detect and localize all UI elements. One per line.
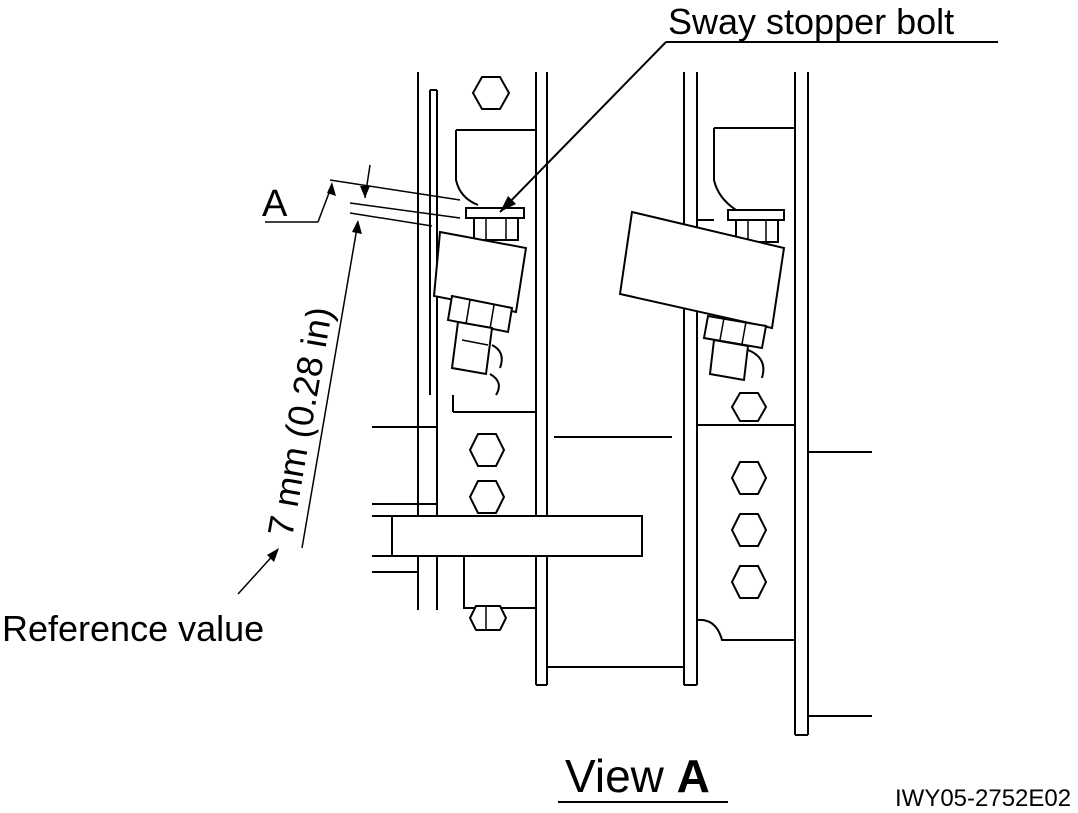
lock-nut xyxy=(446,294,514,376)
left-assembly xyxy=(372,72,684,686)
reference-value-label: Reference value xyxy=(2,608,264,649)
measurement-leader xyxy=(301,220,362,549)
measurement-label: 7 mm (0.28 in) xyxy=(260,304,341,540)
sway-stopper-callout xyxy=(499,41,998,213)
view-title-letter: A xyxy=(677,750,710,802)
sway-stopper-bolt xyxy=(465,207,525,241)
stopper-block xyxy=(432,230,528,314)
view-title-prefix: View xyxy=(565,750,677,802)
figure-code: IWY05-2752E02 xyxy=(895,785,1071,812)
upper-guide-block xyxy=(455,129,537,212)
right-hex-bolt-2 xyxy=(730,513,768,547)
dimension-a-markers xyxy=(265,164,461,227)
right-hex-bolt-3 xyxy=(730,565,768,599)
right-hex-bolt-top xyxy=(730,392,768,422)
stopper-block-right xyxy=(618,210,786,330)
top-hex-bolt xyxy=(471,76,511,110)
bottom-nut xyxy=(468,605,508,631)
sway-stopper-bolt-right xyxy=(727,209,785,243)
mid-hex-bolt-1 xyxy=(468,433,506,467)
upper-guide-block-right xyxy=(713,127,795,211)
right-hex-bolt-1 xyxy=(730,461,768,495)
reference-leader xyxy=(237,548,279,595)
cross-bar xyxy=(391,515,643,557)
right-assembly xyxy=(618,72,872,736)
sway-stopper-bolt-label: Sway stopper bolt xyxy=(668,1,954,42)
mid-hex-bolt-2 xyxy=(468,480,506,514)
view-title: View A xyxy=(565,750,710,802)
dimension-letter-a: A xyxy=(262,183,288,225)
